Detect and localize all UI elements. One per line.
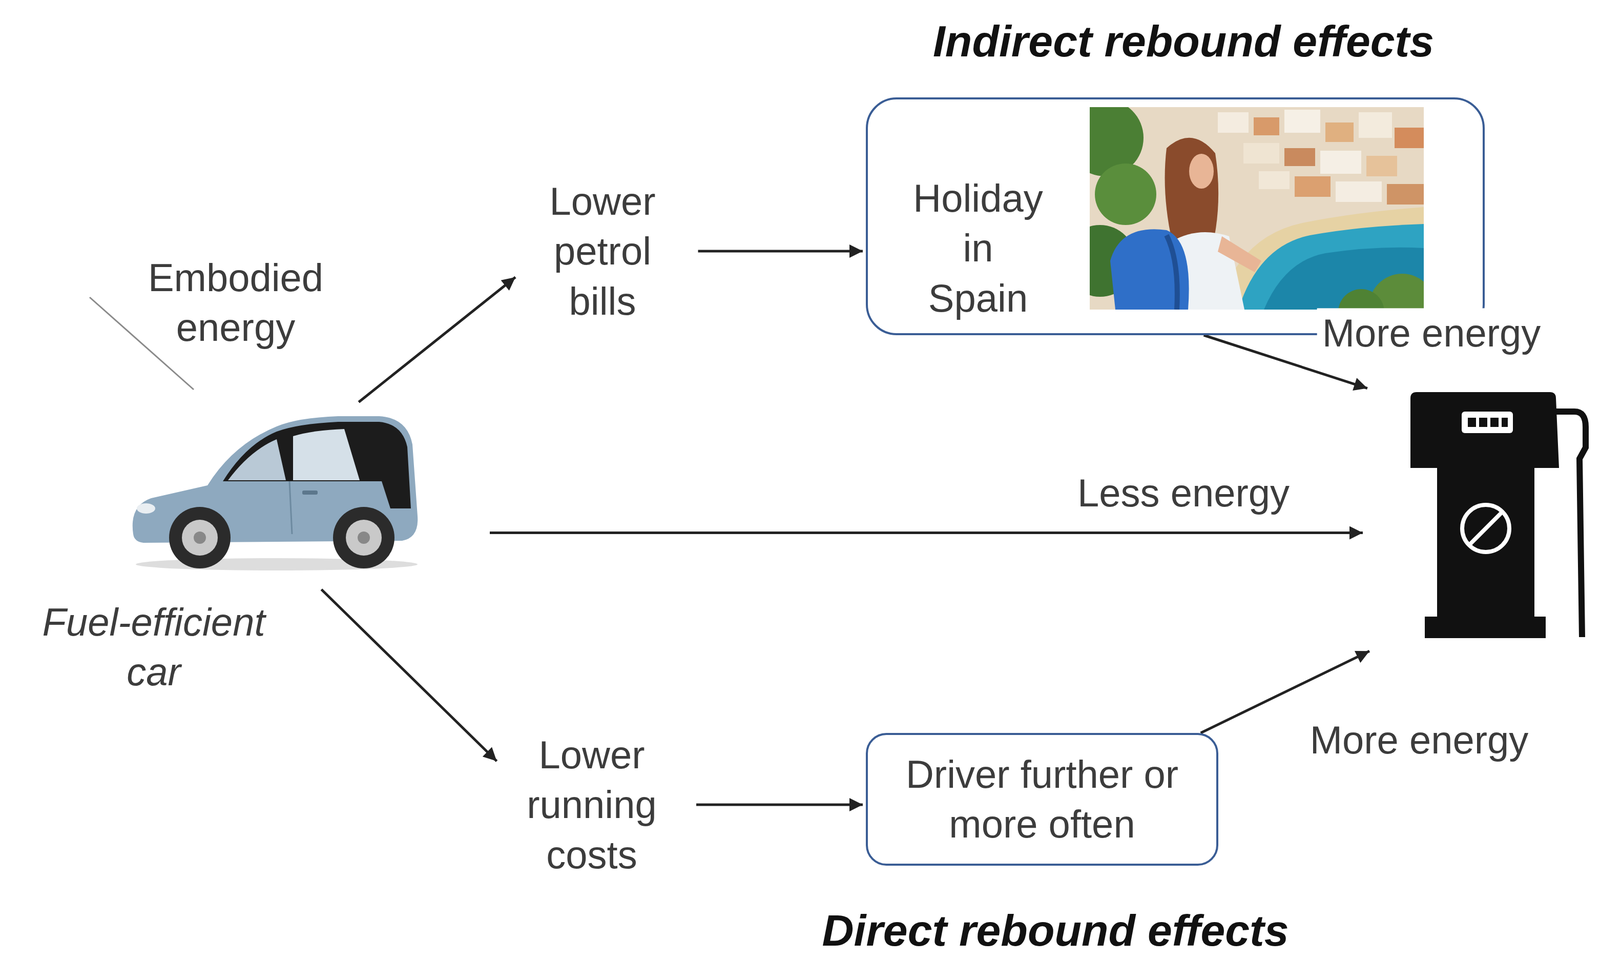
label-holder: Embodied energy bbox=[133, 252, 339, 353]
text-group: Holiday in Spain bbox=[910, 173, 1047, 323]
arrow-connector bbox=[696, 802, 863, 806]
arrow-connector bbox=[698, 249, 864, 253]
fuel-pump-icon bbox=[1410, 391, 1586, 638]
text-node: Lower running costs bbox=[507, 722, 676, 887]
label-holder: Indirect rebound effects bbox=[932, 12, 1435, 70]
edge-label-patch: More energy bbox=[1304, 714, 1534, 765]
text-group: Lower running costs bbox=[514, 729, 669, 880]
text-node: Lower petrol bills bbox=[527, 169, 678, 334]
rounded-box: Holiday in Spain bbox=[865, 97, 1485, 336]
text-group: Fuel-efficient car bbox=[35, 596, 272, 697]
node-text: Fuel-efficient car bbox=[35, 596, 272, 697]
text-group: Driver further or more often bbox=[898, 749, 1186, 849]
edge-label-patch: More energy bbox=[1317, 307, 1547, 358]
arrow-connector bbox=[358, 277, 516, 403]
fuel-pump-node bbox=[1406, 390, 1591, 638]
car-node: Fuel-efficient car bbox=[122, 403, 424, 572]
text-group: Lower petrol bills bbox=[534, 176, 671, 326]
group-heading: Direct rebound effects bbox=[821, 901, 1289, 959]
group-heading: Indirect rebound effects bbox=[932, 12, 1435, 70]
edge-label: Less energy bbox=[1077, 467, 1290, 518]
holiday-photo bbox=[1064, 99, 1436, 341]
node-text: Driver further or more often bbox=[898, 749, 1186, 849]
node-text: Lower petrol bills bbox=[534, 176, 671, 326]
edge-label: More energy bbox=[1310, 714, 1529, 765]
car-illustration bbox=[132, 416, 419, 571]
annotation-label: Embodied energy bbox=[133, 252, 339, 353]
rounded-box: Driver further or more often bbox=[865, 732, 1219, 866]
label-holder: Direct rebound effects bbox=[821, 901, 1289, 959]
arrow-connector bbox=[321, 589, 497, 761]
node-text: Holiday in Spain bbox=[910, 173, 1047, 323]
arrow-connector bbox=[489, 531, 1363, 534]
edge-label-patch: Less energy bbox=[1072, 467, 1295, 518]
edge-label: More energy bbox=[1322, 307, 1542, 358]
node-text: Lower running costs bbox=[514, 729, 669, 880]
